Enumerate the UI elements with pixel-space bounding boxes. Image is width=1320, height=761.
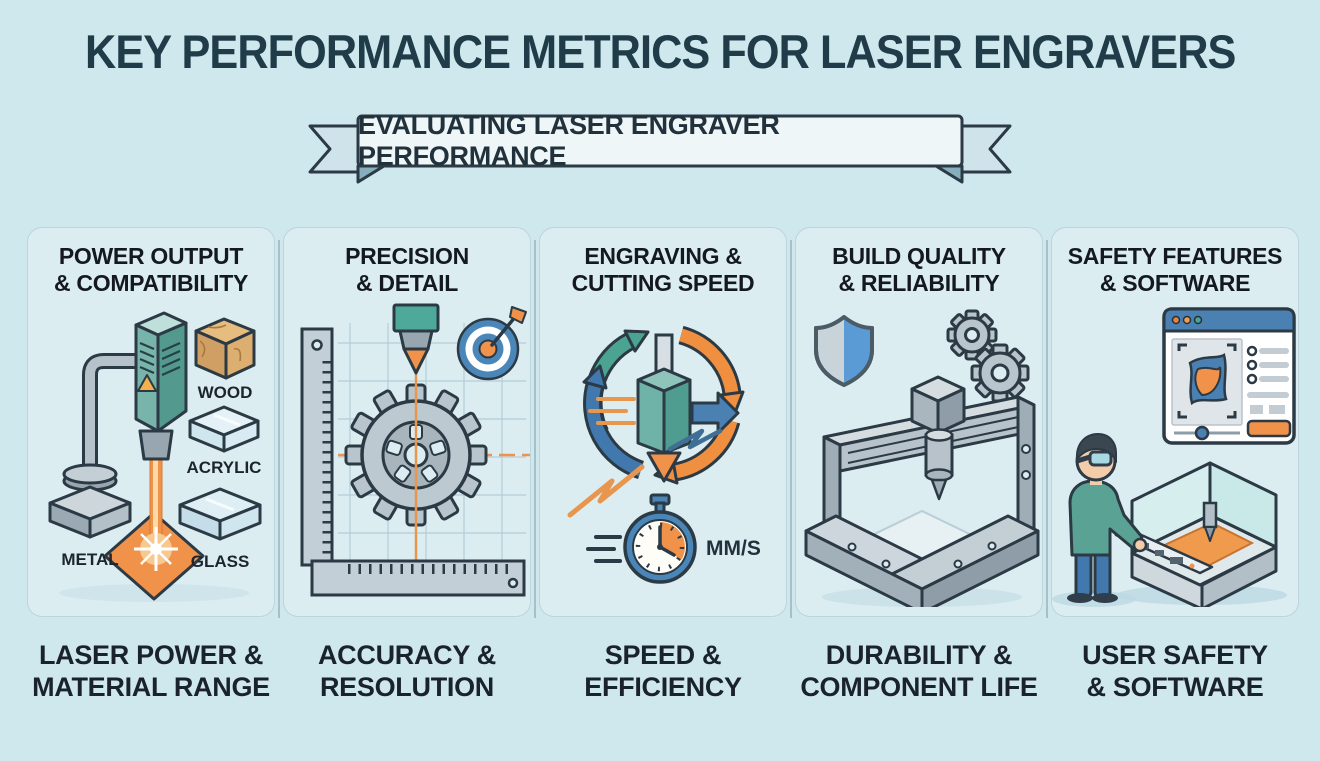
metal-label: METAL <box>61 550 118 569</box>
settings-list <box>1246 345 1289 414</box>
panel-precision: PRECISION & DETAIL <box>284 228 530 617</box>
vertical-ruler-icon <box>300 327 334 567</box>
action-button <box>1246 419 1292 438</box>
ribbon-bar <box>356 114 964 168</box>
panel-build-quality: BUILD QUALITY & RELIABILITY <box>796 228 1042 617</box>
slider-knob <box>1194 425 1210 441</box>
laser-head-icon <box>636 333 692 483</box>
stopwatch-speed-lines <box>586 534 622 563</box>
wood-label: WOOD <box>198 383 253 402</box>
safety-illustration <box>1052 307 1296 607</box>
stopwatch-icon <box>586 493 697 584</box>
safety-goggles-icon <box>1088 450 1113 467</box>
metric-columns: POWER OUTPUT & COMPATIBILITY <box>0 228 1320 704</box>
acrylic-slab-icon <box>188 405 260 453</box>
speed-lines <box>588 396 636 425</box>
crop-marks <box>1177 343 1237 419</box>
heading-safety: SAFETY FEATURES & SOFTWARE <box>1067 243 1283 297</box>
caption-build-quality: DURABILITY & COMPONENT LIFE <box>800 640 1038 703</box>
ribbon-banner: EVALUATING LASER ENGRAVER PERFORMANCE <box>300 110 1020 184</box>
warning-triangle-icon <box>137 373 157 392</box>
shield-icon <box>814 314 874 387</box>
goggle-strap <box>1076 454 1091 464</box>
ribbon-banner-shape <box>308 114 1012 184</box>
unit-label: MM/S <box>706 537 761 560</box>
panel-speed: ENGRAVING & CUTTING SPEED <box>540 228 786 617</box>
laser-nozzle-icon <box>392 303 440 375</box>
operator-figure <box>1052 432 1148 607</box>
column-speed: ENGRAVING & CUTTING SPEED <box>540 228 792 704</box>
lightning-orange <box>567 464 645 518</box>
gantry-frame-icon <box>804 375 1040 607</box>
machine-head <box>1202 501 1218 529</box>
panel-safety: SAFETY FEATURES & SOFTWARE <box>1052 228 1298 617</box>
page-title: KEY PERFORMANCE METRICS FOR LASER ENGRAV… <box>84 25 1236 78</box>
column-power-output: POWER OUTPUT & COMPATIBILITY <box>28 228 280 704</box>
design-shape-orange <box>1194 366 1222 396</box>
window-dot-icon <box>1171 315 1181 325</box>
caption-speed: SPEED & EFFICIENCY <box>584 640 742 703</box>
hair <box>1075 432 1117 464</box>
heading-power-output: POWER OUTPUT & COMPATIBILITY <box>54 243 248 297</box>
title-bar <box>1162 307 1296 333</box>
laser-spark <box>134 526 178 571</box>
dart-fletching <box>509 305 527 324</box>
glass-label: GLASS <box>191 552 250 571</box>
laser-machine-icon <box>1114 461 1287 607</box>
laser-head-icon <box>134 311 188 461</box>
shoe <box>1067 592 1093 603</box>
caption-precision: ACCURACY & RESOLUTION <box>317 640 496 703</box>
vent-lines <box>139 341 181 376</box>
hand <box>1132 537 1148 553</box>
window-dot-icon <box>1182 315 1192 325</box>
window-dot-icon <box>1193 315 1203 325</box>
column-safety: SAFETY FEATURES & SOFTWARE <box>1052 228 1298 704</box>
stand-arm <box>62 352 144 492</box>
gears-icon <box>946 309 1030 403</box>
target-icon <box>456 305 527 381</box>
laser-materials-illustration: WOOD ACRYLIC METAL GLASS <box>48 311 262 602</box>
lightning-blue <box>667 428 723 452</box>
caption-power-output: LASER POWER & MATERIAL RANGE <box>32 640 270 703</box>
panel-power-output: POWER OUTPUT & COMPATIBILITY <box>28 228 274 617</box>
shoe <box>1092 592 1118 603</box>
speed-illustration: MM/S <box>567 325 761 584</box>
direction-arrow-icon <box>690 391 740 435</box>
glass-lid-right <box>1208 461 1278 549</box>
column-build-quality: BUILD QUALITY & RELIABILITY <box>796 228 1048 704</box>
metal-slab-icon <box>48 485 132 539</box>
glass-slab-icon <box>178 487 262 541</box>
wood-cube-icon <box>194 317 256 380</box>
banner-label: EVALUATING LASER ENGRAVER PERFORMANCE <box>358 110 780 172</box>
nozzle <box>138 429 174 461</box>
heading-build-quality: BUILD QUALITY & RELIABILITY <box>832 243 1006 297</box>
column-precision: PRECISION & DETAIL <box>284 228 536 704</box>
software-window-icon <box>1162 307 1296 445</box>
precision-illustration <box>300 303 530 597</box>
cycle-arrows-icon <box>582 325 745 485</box>
heading-precision: PRECISION & DETAIL <box>345 243 469 297</box>
wood-grain <box>199 324 242 361</box>
acrylic-label: ACRYLIC <box>187 458 262 477</box>
horizontal-ruler-icon <box>310 559 526 597</box>
heading-speed: ENGRAVING & CUTTING SPEED <box>571 243 755 297</box>
caption-safety: USER SAFETY & SOFTWARE <box>1082 640 1268 703</box>
build-quality-illustration <box>804 309 1040 607</box>
